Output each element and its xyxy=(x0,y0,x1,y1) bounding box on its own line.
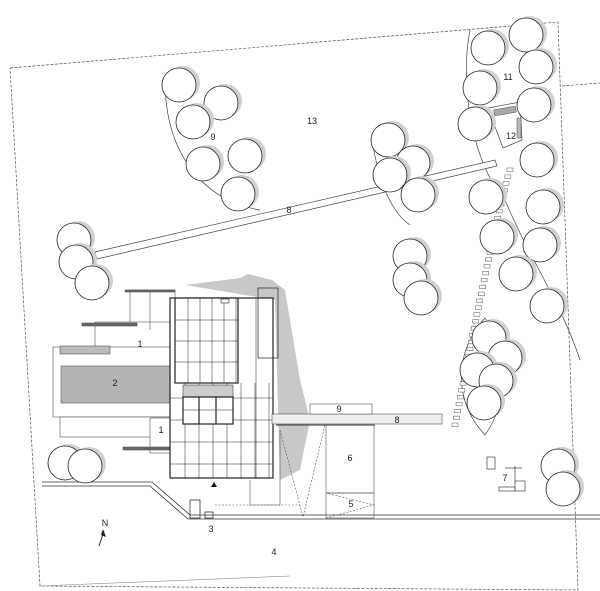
label-lawn: 13 xyxy=(307,116,317,126)
pool xyxy=(60,365,176,404)
stepping-stone xyxy=(477,291,485,296)
label-tree-grove-west: 9 xyxy=(210,132,215,142)
tree-icon xyxy=(545,470,584,507)
tree-icon xyxy=(370,121,409,158)
garden-path xyxy=(94,159,498,260)
tree-icon xyxy=(462,69,501,106)
house-shadow xyxy=(185,274,310,480)
tree-icon xyxy=(220,175,259,212)
label-path-diagonal: 8 xyxy=(286,205,291,215)
play-structure xyxy=(486,456,526,492)
garden-arc xyxy=(371,139,411,226)
label-garage: 6 xyxy=(347,453,352,463)
stepping-stone xyxy=(472,319,479,324)
tree-icon xyxy=(74,264,113,301)
neighbor-boundary xyxy=(561,82,600,87)
tree-icon xyxy=(522,226,561,263)
label-walkway: 8 xyxy=(394,415,399,425)
stepping-stone xyxy=(496,209,503,214)
label-deck-lower: 1 xyxy=(158,425,163,435)
label-carport: 5 xyxy=(348,499,353,509)
tree-icon xyxy=(518,48,557,85)
stepping-stone xyxy=(483,264,491,269)
label-deck-upper: 1 xyxy=(137,339,142,349)
stepping-stone xyxy=(454,408,461,413)
stepping-stone xyxy=(502,181,510,186)
tree-icon xyxy=(508,16,547,53)
stepping-stone xyxy=(479,284,486,289)
tree-icon xyxy=(203,84,242,121)
tree-icon xyxy=(175,103,214,140)
north-arrow-icon xyxy=(98,529,106,547)
stepping-stone xyxy=(451,422,459,427)
tree-icon xyxy=(466,384,505,421)
label-north: N xyxy=(102,518,109,528)
tree-icon xyxy=(227,137,266,174)
tree-icon xyxy=(519,141,558,178)
label-entry: 3 xyxy=(208,524,213,534)
tree-icon xyxy=(529,287,568,324)
stepping-stone xyxy=(455,402,463,407)
tree-icon xyxy=(403,279,442,316)
tree-icon xyxy=(479,218,518,255)
stepping-stone xyxy=(504,174,512,179)
boundary-wall xyxy=(42,481,600,520)
label-street: 4 xyxy=(271,547,276,557)
tree-icon xyxy=(457,105,496,142)
tree-icon xyxy=(498,255,537,292)
entry-marker-icon xyxy=(211,482,217,487)
garage xyxy=(215,424,376,519)
label-play-area: 7 xyxy=(502,473,507,483)
stepping-stone xyxy=(457,395,464,400)
tree-icon xyxy=(468,178,507,215)
label-bench: 9 xyxy=(336,404,341,414)
tree-icon xyxy=(161,66,200,103)
stepping-stone xyxy=(453,415,460,420)
tree-icon xyxy=(400,176,439,213)
trees xyxy=(47,16,584,507)
tree-icon xyxy=(525,188,564,225)
tree-icon xyxy=(185,145,224,182)
property-boundary xyxy=(9,21,579,591)
tree-icon xyxy=(372,156,411,193)
stepping-stone xyxy=(466,346,474,351)
stepping-stone xyxy=(485,257,492,262)
walkway xyxy=(271,413,443,425)
stepping-stone xyxy=(473,312,481,317)
pavilion xyxy=(487,101,523,149)
house xyxy=(169,287,279,479)
stepping-stone xyxy=(475,305,482,310)
label-tree-grove-east: 11 xyxy=(503,72,512,82)
stepping-stone xyxy=(482,271,489,276)
bench xyxy=(309,403,373,415)
stepping-stone xyxy=(480,278,488,283)
tree-icon xyxy=(67,447,106,484)
tree-icon xyxy=(516,86,555,123)
stepping-stone xyxy=(506,167,514,172)
stepping-stone xyxy=(458,388,465,393)
street-edge xyxy=(39,575,291,587)
stepping-stone xyxy=(476,298,484,303)
label-pool: 2 xyxy=(112,378,117,388)
tree-icon xyxy=(470,29,509,66)
label-pavilion: 12 xyxy=(506,131,516,141)
